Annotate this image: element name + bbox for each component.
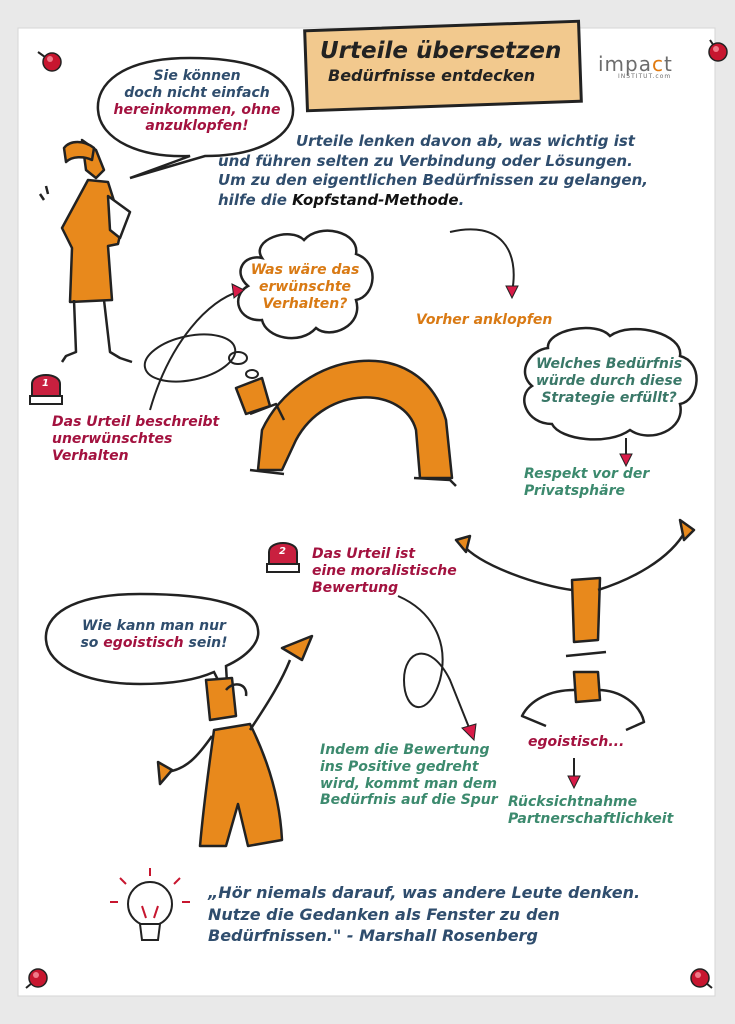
egoistic-label: egoistisch... [528, 734, 625, 750]
quote-line: Nutze die Gedanken als Fenster zu den [208, 904, 560, 924]
step1-line: Verhalten [52, 447, 129, 464]
arrow-to-cloud [149, 291, 239, 411]
step2-number: 2 [279, 546, 286, 557]
push-pin-icon [25, 968, 48, 989]
push-pin-icon [37, 51, 62, 72]
arrow-head [505, 285, 519, 300]
intro-line-part: hilfe die [218, 190, 293, 209]
step1-line: unerwünschtes [52, 430, 173, 447]
logo: impact INSTITUT.com [598, 52, 673, 80]
logo-subtitle: INSTITUT.com [618, 73, 672, 80]
paper-sheet [17, 27, 716, 997]
cloud-desired-line: erwünschte [258, 278, 352, 295]
number-badge-icon [29, 374, 63, 405]
shrugging-figure [156, 634, 314, 848]
logo-text-end: t [664, 52, 673, 76]
intro-text: Urteile lenken davon ab, was wichtig ist… [218, 132, 648, 210]
intro-line: Um zu den eigentlichen Bedürfnissen zu g… [218, 171, 648, 189]
bubble-top-line: doch nicht einfach [124, 84, 270, 101]
logo-text: impa [598, 52, 652, 76]
arrow-head [567, 775, 581, 790]
needs-result-line: Rücksichtnahme [508, 794, 638, 810]
intro-line: und führen selten zu Verbindung oder Lös… [218, 151, 633, 170]
bubble-top-text: Sie können doch nicht einfach hereinkomm… [112, 68, 282, 135]
step2-line: Das Urteil ist [312, 546, 416, 562]
number-badge-icon [266, 542, 300, 573]
push-pin-icon [708, 39, 728, 62]
positive-line: Indem die Bewertung [320, 742, 490, 758]
page-title: Urteile übersetzen Bedürfnisse entdecken [320, 38, 561, 85]
step2-line: eine moralistische [312, 562, 457, 579]
bubble-bottom-line: so egoistisch sein! [56, 635, 252, 652]
cloud-desired-line: Was wäre das [250, 262, 360, 278]
quote-line: „Hör niemals darauf, was andere Leute de… [208, 883, 641, 902]
thought-cloud-need [523, 326, 698, 441]
light-bulb-icon [110, 868, 190, 941]
positive-line: Bedürfnis auf die Spur [320, 792, 498, 809]
arrow-head [231, 283, 245, 299]
title-banner [303, 19, 583, 113]
step2-line: Bewertung [312, 579, 399, 596]
arrow-head [619, 453, 633, 468]
step1-text: Das Urteil beschreibt unerwünschtes Verh… [52, 414, 219, 464]
speech-bubble-top [96, 56, 295, 180]
respect-line: Respekt vor der [524, 466, 650, 482]
standing-figure [38, 138, 133, 364]
cloud-desired-line: Verhalten? [262, 295, 348, 312]
speech-bubble-bottom [44, 592, 260, 701]
bubble-bottom-end: sein! [183, 634, 228, 651]
intro-line: hilfe die Kopfstand-Methode. [218, 191, 648, 211]
intro-line: Urteile lenken davon ab, was wichtig ist [296, 132, 635, 150]
method-name: Kopfstand-Methode [292, 190, 459, 209]
bubble-bottom-text: Wie kann man nur so egoistisch sein! [56, 618, 252, 652]
logo-text-accent: c [652, 52, 664, 76]
cloud-need-line: Strategie erfüllt? [541, 389, 677, 406]
respect-text: Respekt vor der Privatsphäre [524, 466, 649, 500]
bubble-top-line: anzuklopfen! [145, 118, 249, 135]
thought-dot [245, 369, 259, 379]
swirl-arrow [397, 595, 471, 731]
quote-line: Bedürfnissen." - Marshall Rosenberg [208, 926, 538, 946]
positive-line: ins Positive gedreht [320, 758, 479, 775]
egoistic-word: egoistisch [103, 634, 184, 651]
thought-dot [228, 351, 248, 365]
respect-line: Privatsphäre [524, 482, 625, 499]
cloud-need-text: Welches Bedürfnis würde durch diese Stra… [524, 356, 694, 406]
cloud-need-line: Welches Bedürfnis [535, 356, 683, 372]
thought-cloud-desired [237, 229, 374, 340]
bubble-top-line: Sie können [153, 68, 241, 84]
title-sub: Bedürfnisse entdecken [328, 65, 536, 85]
needs-result-text: Rücksichtnahme Partnerschaftlichkeit [508, 794, 673, 828]
bubble-bottom-line: Wie kann man nur [82, 618, 226, 634]
positive-text: Indem die Bewertung ins Positive gedreht… [320, 742, 498, 809]
bubble-bottom-part: so [80, 634, 104, 651]
knock-before-label: Vorher anklopfen [416, 312, 553, 328]
step2-text: Das Urteil ist eine moralistische Bewert… [312, 546, 457, 596]
arrow-head [461, 723, 477, 742]
bubble-top-line: hereinkommen, ohne [113, 101, 281, 118]
positive-line: wird, kommt man dem [320, 775, 498, 792]
quote-text: „Hör niemals darauf, was andere Leute de… [208, 882, 640, 947]
cloud-desired-text: Was wäre das erwünschte Verhalten? [248, 262, 362, 312]
needs-result-line: Partnerschaftlichkeit [508, 810, 674, 827]
handstand-figure [454, 518, 696, 732]
cloud-need-line: würde durch diese [535, 372, 683, 389]
title-main: Urteile übersetzen [320, 38, 562, 64]
arrow-to-knock [449, 228, 515, 293]
bending-figure [234, 359, 457, 487]
push-pin-icon [690, 968, 713, 989]
step1-line: Das Urteil beschreibt [52, 414, 220, 430]
intro-line-end: . [458, 190, 465, 209]
step1-number: 1 [42, 378, 49, 389]
